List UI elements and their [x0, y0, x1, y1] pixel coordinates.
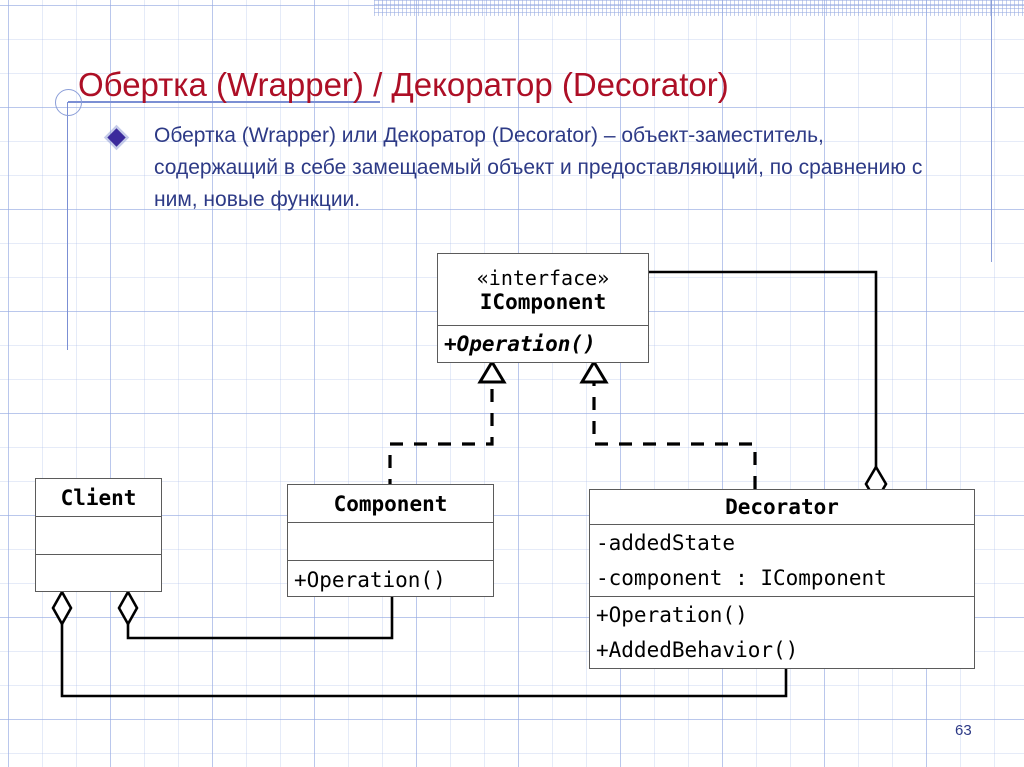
realization-component-to-icomponent [388, 359, 507, 492]
decorator-method-0: +Operation() [596, 602, 748, 627]
grid-band-decoration [374, 0, 1024, 16]
uml-class-decorator[interactable]: Decorator -addedState -component : IComp… [589, 489, 975, 669]
decorator-attributes: -addedState -component : IComponent [590, 525, 974, 597]
icomponent-stereotype: «interface» [476, 265, 610, 290]
aggregation-client-to-decorator [51, 589, 788, 698]
icomponent-methods: +Operation() [438, 326, 648, 362]
decorator-header: Decorator [590, 490, 974, 525]
component-name: Component [333, 491, 448, 516]
right-vertical-rule [991, 0, 992, 262]
client-header: Client [36, 479, 161, 517]
uml-class-client[interactable]: Client [35, 478, 162, 592]
client-name: Client [60, 485, 137, 510]
aggregation-client-to-component [117, 589, 394, 640]
client-methods [36, 555, 161, 593]
component-attributes [288, 523, 493, 561]
component-method-0: +Operation() [294, 567, 446, 592]
decorator-attribute-0: -addedState [596, 530, 736, 555]
decorator-method-1: +AddedBehavior() [596, 637, 799, 662]
page-title: Обертка (Wrapper) / Декоратор (Decorator… [78, 66, 729, 104]
aggregation-decorator-to-icomponent [649, 270, 888, 504]
icomponent-name: IComponent [479, 289, 607, 314]
realization-decorator-to-icomponent [579, 359, 757, 489]
body-text: Обертка (Wrapper) или Декоратор (Decorat… [154, 124, 923, 211]
component-header: Component [288, 485, 493, 523]
decorator-methods: +Operation() +AddedBehavior() [590, 597, 974, 668]
page-number: 63 [955, 722, 972, 739]
icomponent-method-0: +Operation() [444, 332, 596, 356]
component-methods: +Operation() [288, 561, 493, 598]
decorator-attribute-1: -component : IComponent [596, 565, 887, 590]
client-attributes [36, 517, 161, 555]
left-vertical-rule [67, 102, 68, 350]
decorator-name: Decorator [725, 495, 839, 519]
uml-class-component[interactable]: Component +Operation() [287, 484, 494, 597]
icomponent-header: «interface» IComponent [438, 254, 648, 326]
title-underline [68, 101, 380, 103]
uml-class-icomponent[interactable]: «interface» IComponent +Operation() [437, 253, 649, 363]
title-circle-decoration [55, 89, 82, 116]
